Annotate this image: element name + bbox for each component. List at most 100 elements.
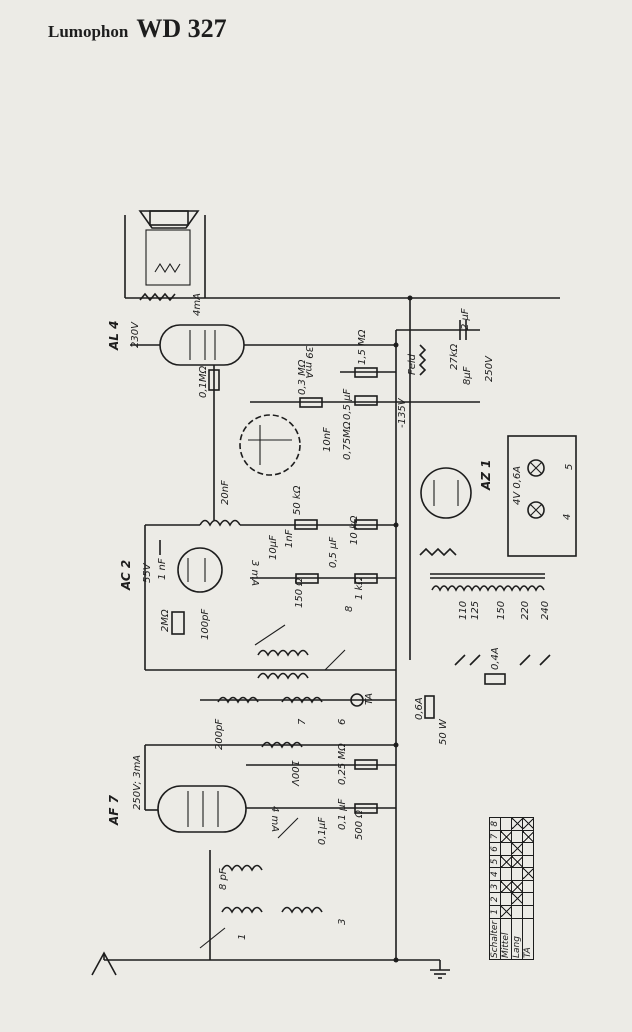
trimmer-arrow-2 bbox=[324, 649, 346, 671]
rectifier-filament-icon bbox=[419, 547, 457, 557]
cap-05b-label: 0,5 μF bbox=[328, 537, 339, 568]
switch-table-cell bbox=[500, 830, 512, 843]
cap-10nf-label: 10nF bbox=[322, 427, 333, 452]
osc-coil-icon bbox=[257, 649, 309, 657]
power-label: 50 W bbox=[438, 718, 449, 745]
switch-8-label: 8 bbox=[344, 606, 355, 612]
switch-table-row: Mittel bbox=[500, 817, 512, 960]
fuse-04a bbox=[484, 673, 506, 685]
junction-dot bbox=[393, 957, 399, 963]
switch-table-row: Lang bbox=[511, 817, 523, 960]
al4-label: AL 4 bbox=[107, 321, 121, 351]
switch-table-cell bbox=[511, 905, 523, 919]
brand-name: Lumophon bbox=[48, 22, 129, 41]
cap-1nf-label: 1nF bbox=[284, 529, 295, 548]
switch-table-cell bbox=[500, 855, 512, 868]
switch-table-cell bbox=[511, 817, 523, 831]
voltage-135-label: -135V bbox=[397, 397, 408, 428]
switch-table-cell bbox=[522, 892, 534, 906]
switch-table-cell bbox=[522, 880, 534, 893]
ac2-label: AC 2 bbox=[119, 560, 133, 591]
switch-5-label: 5 bbox=[564, 464, 575, 470]
switch-table-cell bbox=[522, 855, 534, 868]
resistor-50k-label: 50 kΩ bbox=[292, 485, 303, 515]
trimmer-arrow bbox=[254, 624, 286, 646]
switch-table-cell bbox=[522, 830, 534, 843]
input-trimmer-arrow bbox=[199, 927, 226, 949]
tap-220: 220 bbox=[520, 601, 531, 620]
switch-1-label: 1 bbox=[237, 934, 248, 940]
indicator-tube-icon bbox=[239, 414, 301, 476]
tap-125: 125 bbox=[470, 601, 481, 620]
af7-tube bbox=[157, 785, 247, 833]
mains-plug-icon bbox=[454, 654, 551, 666]
tuning-arrow bbox=[277, 817, 299, 839]
switch-4-label: 4 bbox=[562, 514, 573, 520]
cap-20nf-label: 20nF bbox=[220, 480, 231, 505]
al4-current: 39 mA bbox=[303, 346, 314, 379]
af7-screen: 100V bbox=[289, 760, 300, 787]
switch-table-col: 3 bbox=[489, 880, 501, 893]
az1-label: AZ 1 bbox=[479, 459, 493, 491]
lamp-label: 4V 0,6A bbox=[512, 466, 523, 505]
lamp-enclosure bbox=[507, 435, 577, 557]
switch-table-header-row: Schalter 1 2 3 4 5 6 7 8 bbox=[489, 817, 501, 960]
resistor-025m-label: 0,25 MΩ bbox=[337, 743, 348, 785]
resistor-2m-label: 2MΩ bbox=[160, 609, 171, 632]
output-transformer-icon bbox=[139, 292, 176, 302]
cap-100pf-label: 100pF bbox=[200, 609, 211, 640]
switch-table-cell bbox=[500, 817, 512, 831]
voltage-250-label: 250V bbox=[484, 355, 495, 382]
osc-coil-2-icon bbox=[257, 672, 309, 680]
resistor-10k-label: 10 kΩ bbox=[349, 515, 360, 545]
page-header: Lumophon WD 327 bbox=[48, 14, 227, 44]
switch-table-cell bbox=[511, 867, 523, 881]
switch-table-cell bbox=[500, 867, 512, 881]
resistor-27k-label: 27kΩ bbox=[449, 343, 460, 370]
input-coil-icon bbox=[221, 864, 263, 872]
switch-6-label: 6 bbox=[337, 719, 348, 725]
switch-table-cell bbox=[522, 817, 534, 831]
tap-150: 150 bbox=[496, 601, 507, 620]
resistor-1k-label: 1 kΩ bbox=[354, 577, 365, 600]
input-coil-3-icon bbox=[281, 906, 323, 914]
resistor-01m-label: 0,1MΩ bbox=[198, 365, 209, 398]
cap-2uf-label: 2 μF bbox=[460, 308, 471, 330]
resistor-2m bbox=[171, 611, 185, 635]
switch-table-row-label: TA bbox=[522, 918, 534, 960]
switch-7-label: 7 bbox=[297, 718, 308, 725]
ground-icon bbox=[430, 960, 450, 979]
cap-05-label: 0,5 μF bbox=[342, 389, 353, 420]
cap-10uf-label: 10μF bbox=[268, 535, 279, 560]
fuse-06a-label: 0,6A bbox=[414, 697, 425, 720]
cap-8pf-label: 8 pF bbox=[218, 868, 229, 890]
model-number: WD 327 bbox=[136, 14, 227, 43]
field-coil-label: Feld bbox=[407, 353, 418, 375]
switch-table-cell bbox=[500, 892, 512, 906]
switch-table-header: Schalter bbox=[489, 918, 501, 960]
switch-table-row-label: Mittel bbox=[500, 918, 512, 960]
switch-table-col: 6 bbox=[489, 842, 501, 856]
primary-winding-icon bbox=[431, 585, 545, 592]
switch-table-cell bbox=[522, 842, 534, 856]
switch-table-cell bbox=[500, 880, 512, 893]
switch-table-cell bbox=[511, 855, 523, 868]
af7-label: AF 7 bbox=[107, 794, 121, 826]
switch-table-col: 2 bbox=[489, 892, 501, 906]
junction-dot bbox=[407, 295, 413, 301]
cap-200pf-label: 200pF bbox=[214, 719, 225, 750]
switch-table-cell bbox=[511, 880, 523, 893]
resistor-10k bbox=[354, 519, 378, 530]
junction-dot bbox=[393, 342, 399, 348]
switch-table-cell bbox=[511, 842, 523, 856]
switch-table-cell bbox=[511, 892, 523, 906]
resistor-150-label: 150 Ω bbox=[294, 578, 305, 608]
switch-table: Schalter 1 2 3 4 5 6 7 8 Mittel Lang TA bbox=[489, 817, 534, 960]
switch-table-cell bbox=[522, 867, 534, 881]
tap-240: 240 bbox=[540, 601, 551, 620]
switch-table-col: 4 bbox=[489, 867, 501, 881]
ac2-current: 3 mA bbox=[249, 560, 260, 586]
switch-table-row-label: Lang bbox=[511, 918, 523, 960]
dial-lamp-icon bbox=[527, 459, 545, 519]
switch-3-label: 3 bbox=[337, 919, 348, 925]
